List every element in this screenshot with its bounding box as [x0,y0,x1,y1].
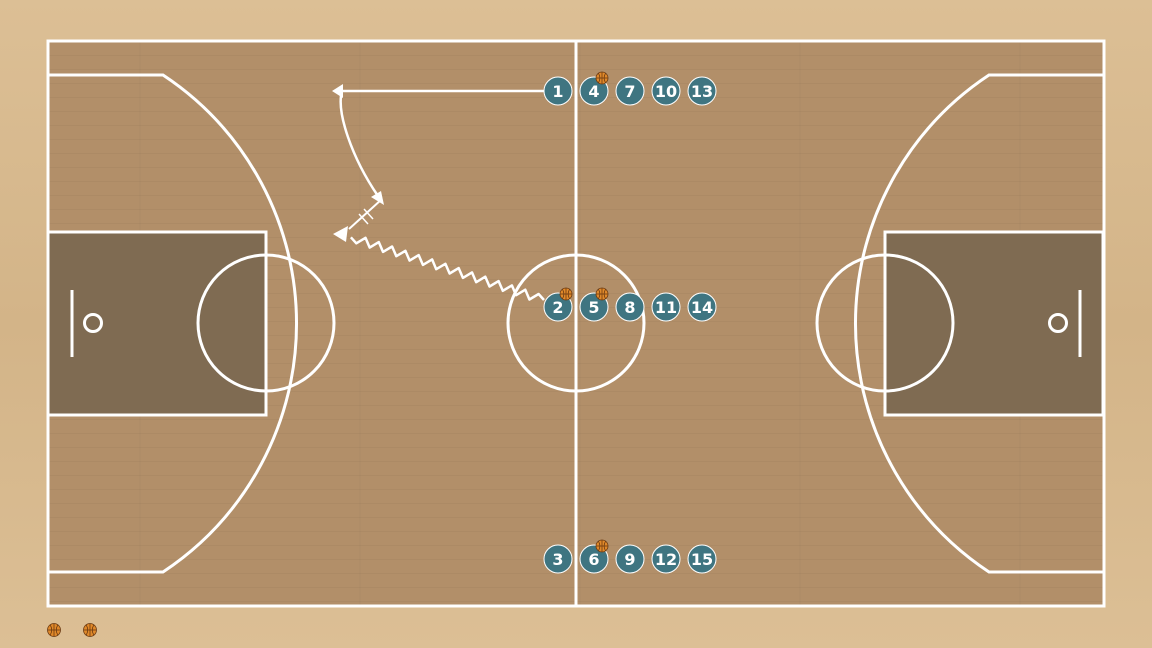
right-three-point-line [854,73,1104,574]
right-rim [1048,313,1068,333]
player-6[interactable]: 6 [579,539,609,574]
player-15[interactable]: 15 [687,544,717,574]
center-circle [506,253,646,393]
player-13[interactable]: 13 [687,76,717,106]
pass-tick-2 [363,208,374,220]
player-7[interactable]: 7 [615,76,645,106]
player-marker [615,292,645,322]
player-10[interactable]: 10 [651,76,681,106]
pass-tick-1 [358,213,369,225]
right-lane [883,230,1105,417]
player-9[interactable]: 9 [615,544,645,574]
left-three-point-line [48,73,298,574]
spare-ball-icon [83,623,97,637]
player-marker [687,292,717,322]
cut-start-arrowhead [332,84,343,98]
player-2[interactable]: 2 [543,287,573,322]
player-number: 6 [588,550,599,569]
player-5[interactable]: 5 [579,287,609,322]
player-marker [651,292,681,322]
right-free-throw-circle [815,253,955,393]
player-number: 5 [588,298,599,317]
player-number: 3 [552,550,563,569]
left-paint [48,232,266,415]
dribble-arrowhead [333,226,348,242]
player-marker [687,76,717,106]
player-number: 8 [624,298,635,317]
cut-end-arrowhead [371,191,384,205]
right-paint [885,232,1103,415]
player-number: 1 [552,82,563,101]
player-number: 14 [691,298,713,317]
left-rim [83,313,103,333]
player-number: 2 [552,298,563,317]
player-1[interactable]: 1 [543,76,573,106]
player-marker [615,544,645,574]
player-marker [651,76,681,106]
player-marker [687,544,717,574]
player-number: 12 [655,550,677,569]
pass-line [348,198,383,230]
ball-icon [595,539,609,553]
player-number: 13 [691,82,713,101]
player-number: 9 [624,550,635,569]
player-number: 7 [624,82,635,101]
left-lane [46,230,268,417]
player-marker [651,544,681,574]
player-number: 4 [588,82,599,101]
player-marker [615,76,645,106]
play-paths [332,84,548,301]
player-marker [543,544,573,574]
ball-icon [595,287,609,301]
player-11[interactable]: 11 [651,292,681,322]
ball-icon [559,287,573,301]
spare-ball-icon [47,623,61,637]
player-3[interactable]: 3 [543,544,573,574]
player-14[interactable]: 14 [687,292,717,322]
player-12[interactable]: 12 [651,544,681,574]
player-4[interactable]: 4 [579,71,609,106]
player-8[interactable]: 8 [615,292,645,322]
spare-balls [47,623,97,637]
dribble-path [349,236,545,301]
player-number: 10 [655,82,677,101]
ball-icon [595,71,609,85]
left-free-throw-circle [196,253,336,393]
player-number: 11 [655,298,677,317]
court-lines [46,39,1106,608]
player-marker [543,76,573,106]
player-number: 15 [691,550,713,569]
